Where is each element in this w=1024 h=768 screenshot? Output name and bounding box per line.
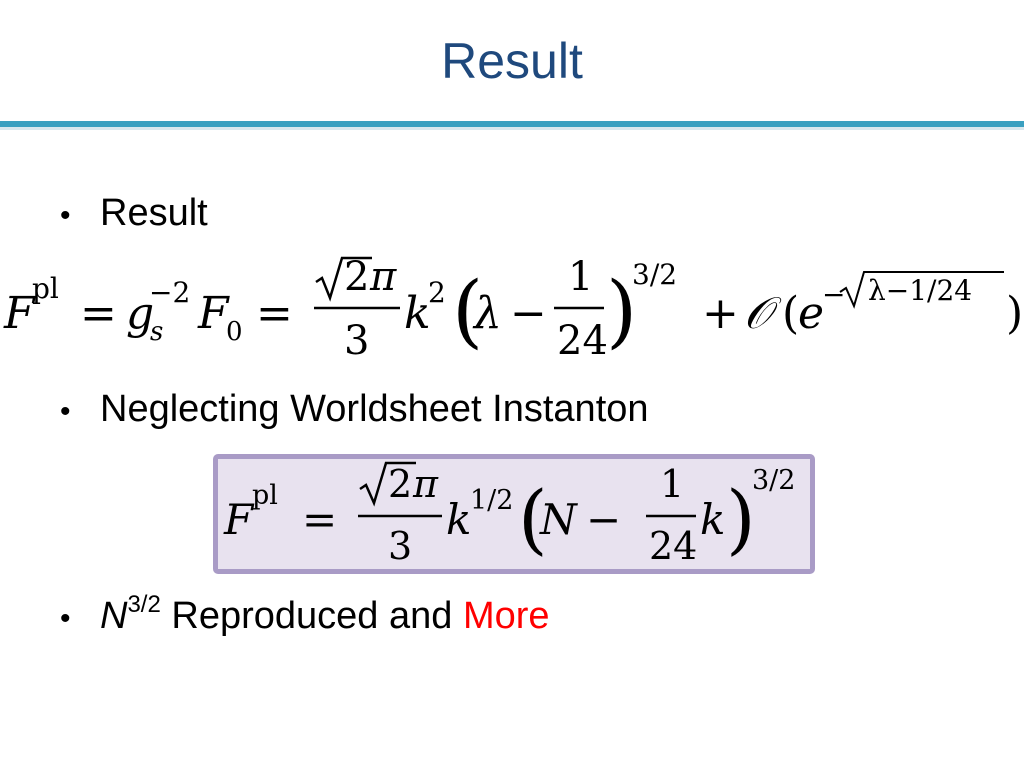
eq1-equals-b: = — [256, 288, 293, 339]
eq1-minus: − — [510, 288, 547, 339]
eq1-F-sup: pl — [32, 272, 59, 305]
eq1-O-rparen: ) — [1006, 288, 1023, 339]
eq1-sqrt-sign — [315, 256, 372, 302]
bullet-n-symbol: N — [100, 595, 128, 637]
eq2-lparen: ( — [518, 474, 548, 563]
bullet-reproduced-text: Reproduced and — [160, 595, 463, 637]
eq1-e-minus: − — [822, 278, 845, 311]
bullet-reproduced: • N3/2 Reproduced and More — [60, 582, 550, 642]
eq1-lparen: ( — [452, 264, 483, 357]
eq1-e: e — [798, 288, 824, 339]
eq2-frac-num: 1 — [660, 462, 684, 506]
eq2-num-sqrt: 2 — [388, 462, 412, 506]
eq1-k-sup: 2 — [428, 276, 446, 309]
eq2-F: F — [223, 495, 255, 544]
eq1-F0: F — [197, 288, 230, 339]
eq1-g-sup: −2 — [149, 276, 190, 309]
bullet-more-highlight: More — [462, 595, 550, 637]
slide-title: Result — [441, 33, 583, 89]
eq1-g-sub: s — [150, 317, 163, 347]
eq1-F: F — [3, 288, 36, 339]
eq2-sqrt-sign — [359, 461, 416, 507]
eq1-lambda: λ — [472, 288, 502, 339]
title-rule-shadow — [0, 126, 1024, 130]
eq2-k: k — [446, 495, 471, 544]
eq1-num-sqrt: 2 — [344, 254, 369, 300]
eq1-F0-sub: 0 — [226, 317, 243, 347]
eq2-k2: k — [700, 495, 725, 544]
eq2-F-sup: pl — [252, 480, 278, 511]
eq1-exp-sqrt-sign — [839, 271, 1004, 309]
eq2-minus: − — [586, 495, 621, 544]
eq1-frac-num: 1 — [568, 254, 593, 300]
eq2-rparen: ) — [726, 474, 756, 563]
eq1-outer-sup: 3/2 — [632, 258, 677, 291]
eq1-plus: + — [702, 288, 739, 339]
eq1-equals-a: = — [80, 288, 117, 339]
title-rule — [0, 121, 1024, 127]
eq1-g: g — [126, 288, 154, 339]
eq1-O: 𝒪 — [744, 288, 782, 339]
equation-free-energy-full: F pl = g −2 s F 0 = 2 π 3 k 2 ( λ − 1 24… — [3, 254, 1023, 363]
eq2-equals: = — [302, 495, 337, 544]
equation-highlight-box: F pl = 2 π 3 k 1/2 ( N − 1 24 k ) 3/2 — [213, 454, 815, 574]
bullet-result: • Result — [60, 190, 208, 239]
eq1-k: k — [404, 288, 431, 339]
bullet-neglecting-text: Neglecting Worldsheet Instanton — [100, 388, 649, 430]
eq1-O-lparen: ( — [782, 288, 799, 339]
eq1-rparen: ) — [606, 264, 637, 357]
bullet-n-exponent: 3/2 — [127, 591, 161, 618]
eq1-den: 3 — [344, 318, 369, 363]
eq2-N: N — [539, 495, 578, 544]
eq1-num-pi: π — [369, 254, 397, 300]
bullet-dot-icon: • — [60, 395, 71, 428]
eq2-k-sup: 1/2 — [470, 485, 513, 516]
bullet-dot-icon: • — [60, 199, 71, 232]
bullet-result-text: Result — [100, 192, 208, 234]
bullet-dot-icon: • — [60, 602, 71, 635]
eq2-num-pi: π — [412, 462, 439, 506]
eq2-outer-sup: 3/2 — [752, 465, 795, 496]
eq1-frac-den: 24 — [557, 318, 608, 363]
eq2-den: 3 — [388, 524, 412, 568]
eq2-frac-den: 24 — [649, 524, 697, 568]
eq1-radicand: λ−1/24 — [868, 274, 972, 307]
equation-free-energy-leading: F pl = 2 π 3 k 1/2 ( N − 1 24 k ) 3/2 — [223, 461, 795, 568]
bullet-neglecting: • Neglecting Worldsheet Instanton — [60, 386, 649, 435]
